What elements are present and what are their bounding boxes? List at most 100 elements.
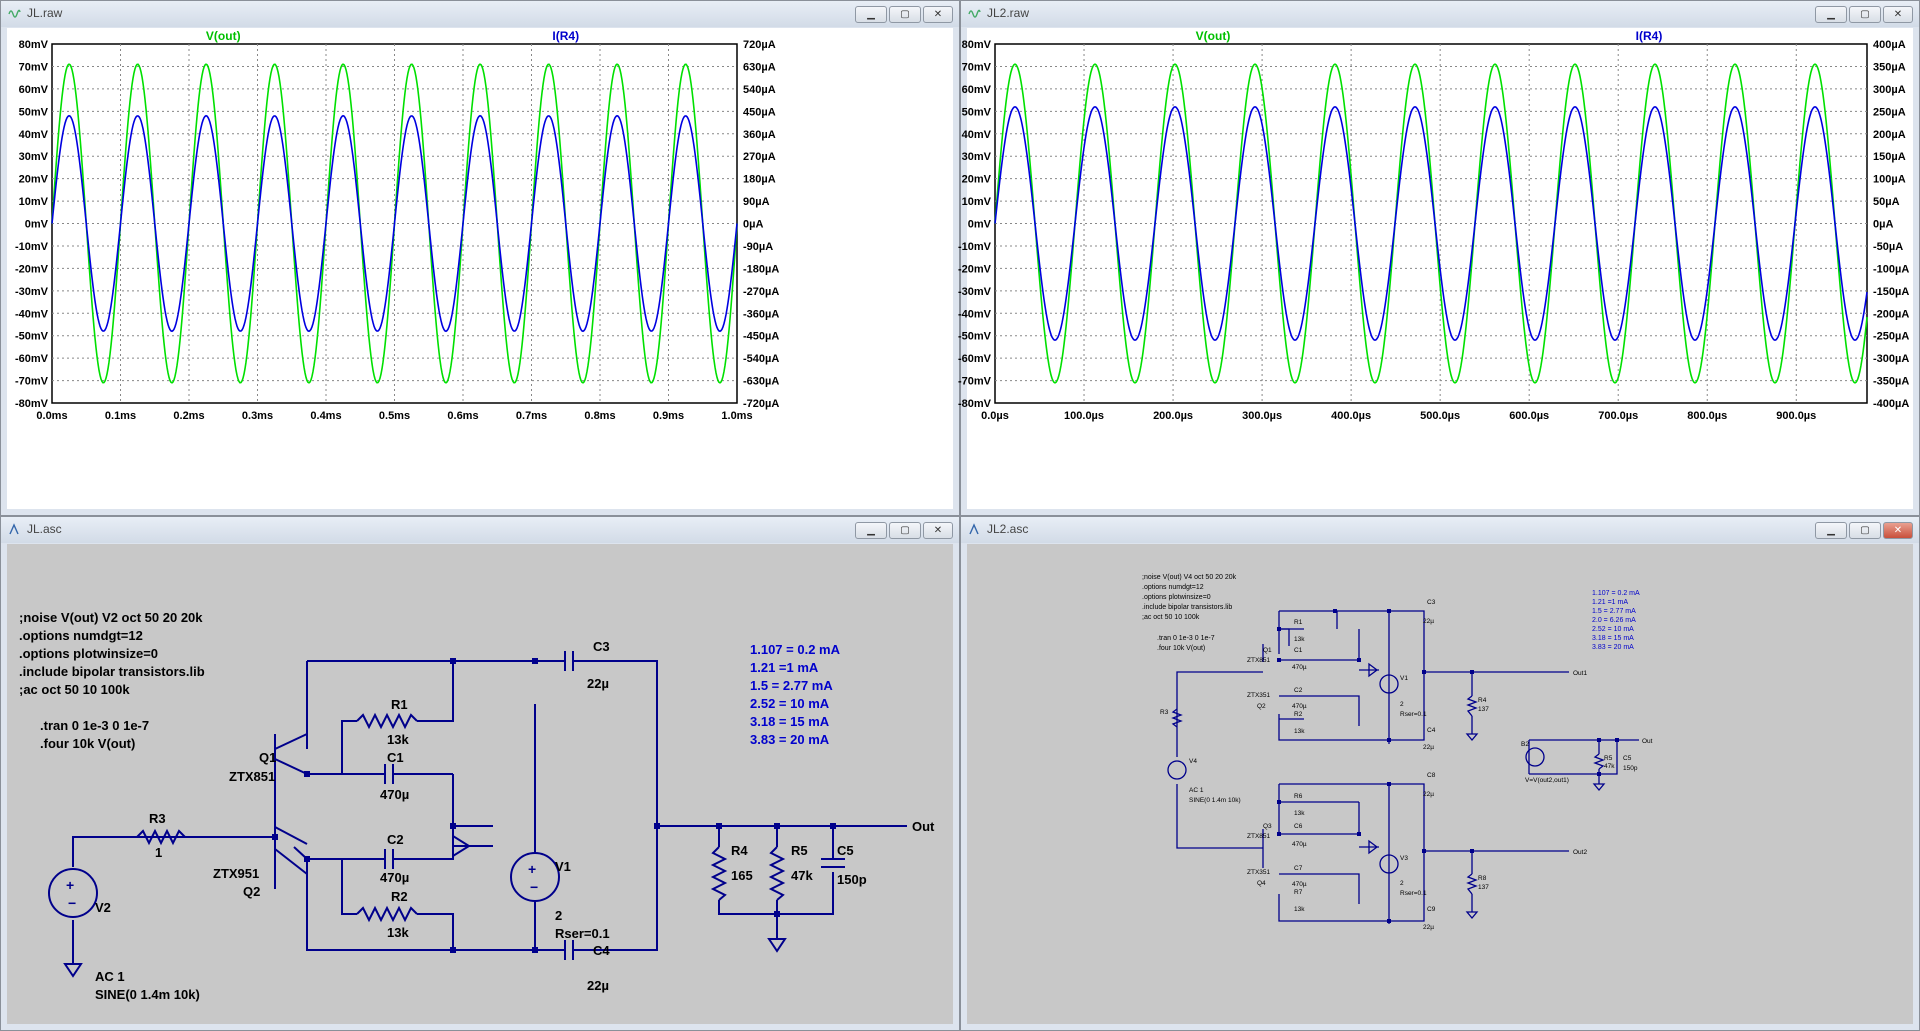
- close-button[interactable]: ✕: [1883, 6, 1913, 23]
- comp-value[interactable]: 22µ: [1423, 618, 1434, 625]
- close-button[interactable]: ✕: [923, 522, 953, 539]
- comp-label[interactable]: R8: [1478, 875, 1487, 882]
- trace-ir4[interactable]: [994, 105, 1868, 342]
- note-line[interactable]: 2.52 = 10 mA: [750, 696, 830, 711]
- comp-label[interactable]: R1: [391, 697, 408, 712]
- schematic-window-jl-asc[interactable]: JL.asc ▁ ▢ ✕ ;noise V(out) V2 oct 50 20 …: [0, 516, 960, 1031]
- trace-label-ir4[interactable]: I(R4): [552, 29, 579, 43]
- comp-value[interactable]: 470µ: [1292, 841, 1307, 848]
- comp-value[interactable]: 2: [1400, 880, 1404, 887]
- net-label-out[interactable]: Out: [1642, 738, 1653, 745]
- directive-line[interactable]: ;ac oct 50 10 100k: [1142, 614, 1200, 621]
- titlebar[interactable]: JL.raw ▁ ▢ ✕: [1, 1, 959, 27]
- comp-value[interactable]: 22µ: [587, 676, 609, 691]
- comp-label[interactable]: R1: [1294, 619, 1303, 626]
- comp-label[interactable]: R6: [1294, 793, 1303, 800]
- comp-value[interactable]: 137: [1478, 706, 1489, 713]
- comp-label[interactable]: B2: [1521, 741, 1529, 748]
- maximize-button[interactable]: ▢: [1849, 522, 1881, 539]
- note-line[interactable]: 1.5 = 2.77 mA: [750, 678, 833, 693]
- comp-param[interactable]: Rser=0.1: [1400, 890, 1427, 897]
- note-line[interactable]: 1.107 = 0.2 mA: [750, 642, 841, 657]
- directive-line[interactable]: .options numdgt=12: [1142, 584, 1204, 591]
- comp-label[interactable]: C3: [1427, 599, 1436, 606]
- comp-value[interactable]: 2: [1400, 701, 1404, 708]
- directive-line[interactable]: .include bipolar transistors.lib: [1142, 604, 1232, 611]
- comp-label[interactable]: V2: [95, 900, 111, 915]
- note-line[interactable]: 1.21 =1 mA: [750, 660, 819, 675]
- comp-model[interactable]: ZTX851: [229, 769, 275, 784]
- titlebar[interactable]: JL2.asc ▁ ▢ ✕: [961, 517, 1919, 543]
- schematic-drawing[interactable]: ;noise V(out) V2 oct 50 20 20k .options …: [7, 544, 955, 1026]
- comp-label[interactable]: Q4: [1257, 880, 1266, 887]
- trace-vout[interactable]: [994, 63, 1868, 384]
- comp-label[interactable]: V1: [555, 859, 571, 874]
- comp-value[interactable]: 13k: [1294, 906, 1305, 913]
- trace-label-vout[interactable]: V(out): [206, 29, 241, 43]
- note-line[interactable]: 3.18 = 15 mA: [1592, 635, 1634, 642]
- comp-label[interactable]: R5: [1604, 755, 1613, 762]
- note-line[interactable]: 2.52 = 10 mA: [1592, 626, 1634, 633]
- comp-label[interactable]: C9: [1427, 906, 1436, 913]
- four-directive[interactable]: .four 10k V(out): [1157, 645, 1205, 652]
- tran-directive[interactable]: .tran 0 1e-3 0 1e-7: [40, 718, 149, 733]
- minimize-button[interactable]: ▁: [855, 522, 887, 539]
- minimize-button[interactable]: ▁: [1815, 522, 1847, 539]
- comp-label[interactable]: C1: [387, 750, 404, 765]
- comp-label[interactable]: Q1: [1263, 647, 1272, 654]
- trace-ir4[interactable]: [51, 114, 738, 333]
- comp-label[interactable]: C1: [1294, 647, 1303, 654]
- comp-value[interactable]: 13k: [1294, 728, 1305, 735]
- comp-label[interactable]: C7: [1294, 865, 1303, 872]
- comp-label[interactable]: C6: [1294, 823, 1303, 830]
- comp-value[interactable]: 13k: [1294, 636, 1305, 643]
- schematic-canvas[interactable]: ;noise V(out) V2 oct 50 20 20k .options …: [7, 544, 953, 1024]
- comp-value[interactable]: 470µ: [380, 787, 409, 802]
- comp-value[interactable]: 2: [555, 908, 562, 923]
- minimize-button[interactable]: ▁: [855, 6, 887, 23]
- comp-value[interactable]: 22µ: [1423, 791, 1434, 798]
- comp-label[interactable]: C3: [593, 639, 610, 654]
- comp-param[interactable]: V=V(out2,out1): [1525, 777, 1569, 784]
- comp-value[interactable]: 150p: [1623, 765, 1638, 772]
- comp-model[interactable]: ZTX351: [1247, 692, 1271, 699]
- comp-value[interactable]: 470µ: [380, 870, 409, 885]
- comp-value[interactable]: 22µ: [1423, 744, 1434, 751]
- comp-value[interactable]: 470µ: [1292, 703, 1307, 710]
- maximize-button[interactable]: ▢: [889, 522, 921, 539]
- comp-label[interactable]: Q2: [1257, 703, 1266, 710]
- schematic-window-jl2-asc[interactable]: JL2.asc ▁ ▢ ✕ ;noise V(out) V4 oct 50 20…: [960, 516, 1920, 1031]
- directive-line[interactable]: .options plotwinsize=0: [1142, 594, 1211, 601]
- directive-line[interactable]: .include bipolar transistors.lib: [19, 664, 205, 679]
- comp-value[interactable]: 137: [1478, 884, 1489, 891]
- comp-label[interactable]: R7: [1294, 889, 1303, 896]
- comp-param[interactable]: AC 1: [95, 969, 125, 984]
- close-button[interactable]: ✕: [1883, 522, 1913, 539]
- note-line[interactable]: 1.21 =1 mA: [1592, 599, 1628, 606]
- directive-line[interactable]: ;noise V(out) V4 oct 50 20 20k: [1142, 574, 1237, 581]
- comp-value[interactable]: 1: [155, 845, 162, 860]
- comp-value[interactable]: 150p: [837, 872, 867, 887]
- schematic-drawing[interactable]: ;noise V(out) V4 oct 50 20 20k .options …: [967, 544, 1915, 1026]
- note-line[interactable]: 3.83 = 20 mA: [750, 732, 830, 747]
- comp-label[interactable]: Q2: [243, 884, 260, 899]
- comp-label[interactable]: R3: [149, 811, 166, 826]
- directive-line[interactable]: ;ac oct 50 10 100k: [19, 682, 130, 697]
- comp-label[interactable]: R4: [1478, 697, 1487, 704]
- comp-label[interactable]: R4: [731, 843, 748, 858]
- comp-param[interactable]: Rser=0.1: [555, 926, 610, 941]
- comp-model[interactable]: ZTX951: [213, 866, 259, 881]
- comp-label[interactable]: C4: [1427, 727, 1436, 734]
- net-label-out2[interactable]: Out2: [1573, 849, 1587, 856]
- comp-label[interactable]: R2: [1294, 711, 1303, 718]
- maximize-button[interactable]: ▢: [1849, 6, 1881, 23]
- comp-param[interactable]: SINE(0 1.4m 10k): [95, 987, 200, 1002]
- titlebar[interactable]: JL2.raw ▁ ▢ ✕: [961, 1, 1919, 27]
- comp-value[interactable]: 47k: [1604, 763, 1615, 770]
- comp-label[interactable]: C8: [1427, 772, 1436, 779]
- four-directive[interactable]: .four 10k V(out): [40, 736, 135, 751]
